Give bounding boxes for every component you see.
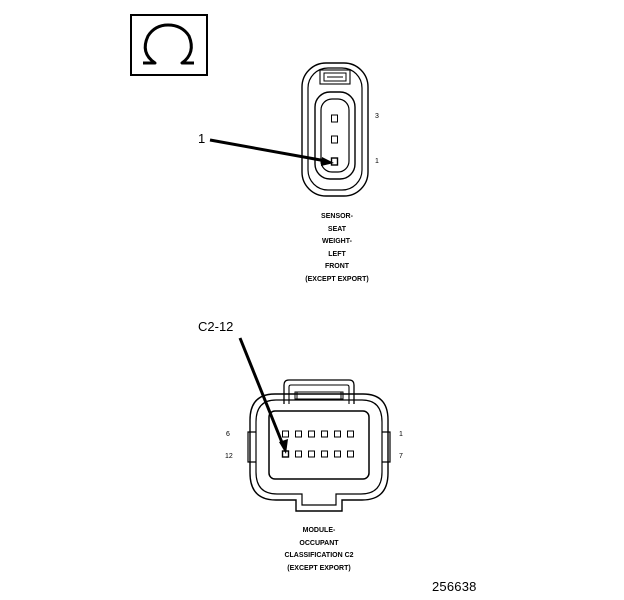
module-caption: MODULE- OCCUPANT CLASSIFICATION C2 (EXCE…: [264, 525, 374, 575]
module-pin-1-label: 1: [399, 431, 403, 438]
sensor-caption-line: SEAT: [327, 225, 347, 233]
module-caption-line: MODULE-: [302, 527, 336, 534]
sensor-pin-3-label: 3: [375, 113, 379, 120]
sensor-caption-line: SENSOR-: [321, 213, 353, 220]
callout-1-label: 1: [198, 131, 206, 146]
callout-c2-12-label: C2-12: [198, 319, 234, 334]
sensor-caption: SENSOR- SEAT WEIGHT- LEFT FRONT (EXCEPT …: [287, 211, 387, 286]
sensor-caption-line: LEFT: [328, 250, 346, 258]
callout-1-arrow: [209, 138, 334, 166]
module-pin-7-label: 7: [399, 453, 403, 460]
sensor-connector: [301, 62, 369, 197]
module-connector: [247, 379, 391, 512]
ohm-icon: [130, 14, 208, 76]
sensor-caption-line: (EXCEPT EXPORT): [305, 275, 369, 283]
sensor-caption-line: WEIGHT-: [322, 238, 352, 245]
sensor-caption-line: FRONT: [324, 263, 350, 270]
sensor-pin-1-label: 1: [375, 158, 379, 165]
figure-number: 256638: [432, 579, 477, 594]
module-caption-line: (EXCEPT EXPORT): [287, 564, 351, 572]
module-caption-line: CLASSIFICATION C2: [284, 552, 354, 559]
callout-c2-12-arrow: [238, 337, 288, 454]
module-caption-line: OCCUPANT: [299, 539, 339, 547]
module-pin-6-label: 6: [226, 431, 230, 438]
module-pin-12-label: 12: [225, 453, 233, 460]
